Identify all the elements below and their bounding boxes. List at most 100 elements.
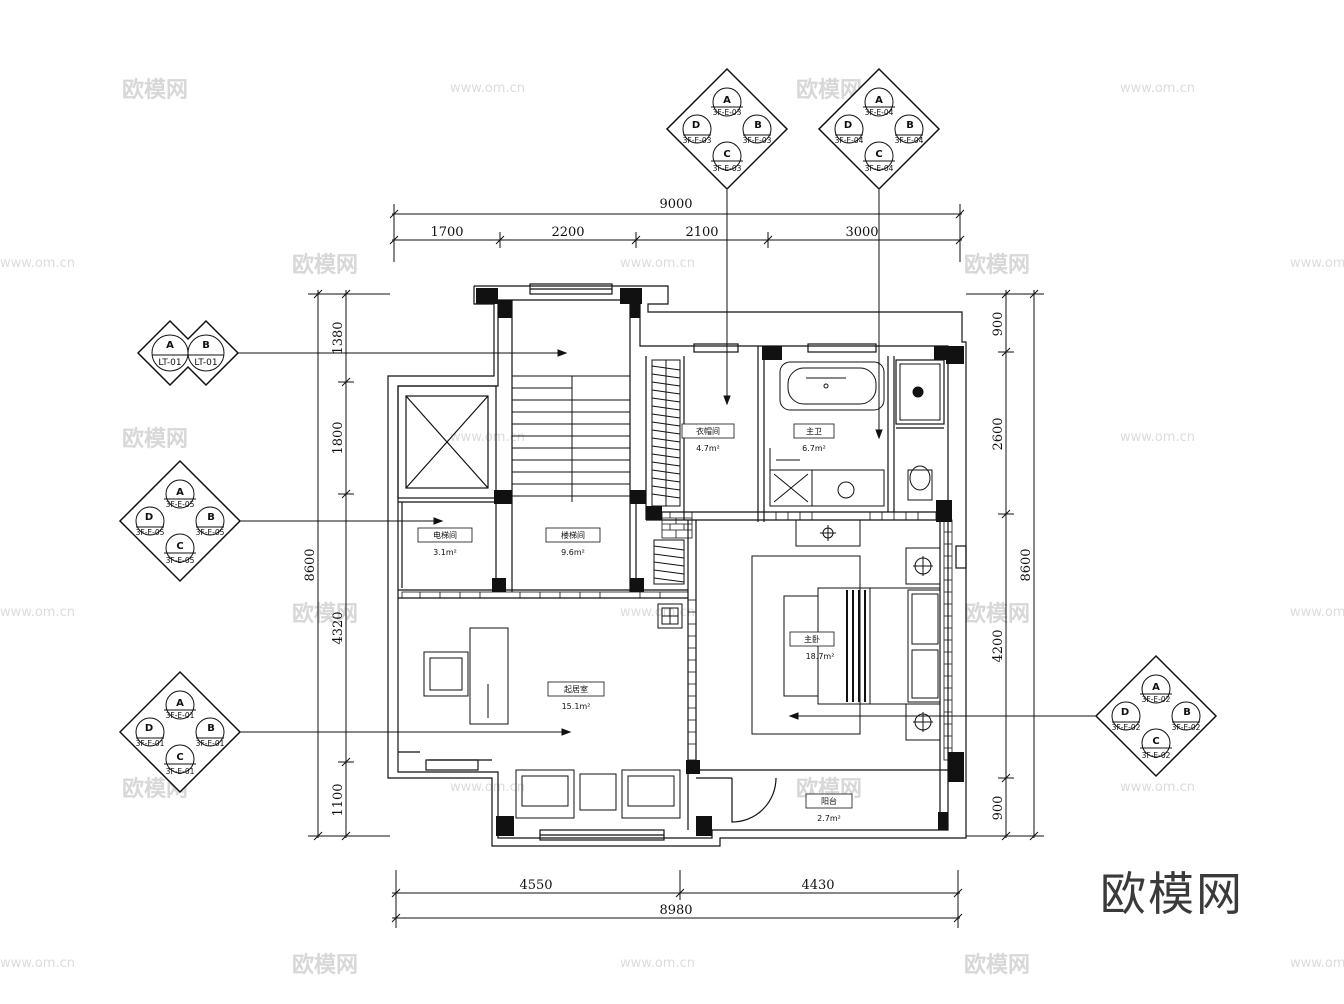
- elevation-tag-3f-e-05: A D B C 3F-E-05 3F-E-05 3F-E-05 3F-E-05: [118, 459, 242, 583]
- dim-bottom-segment: 4550: [519, 878, 552, 893]
- tag-letter-b: B: [207, 723, 215, 734]
- dimension-bottom: [391, 870, 963, 928]
- tag-code: 3F-E-01: [166, 767, 195, 776]
- tag-code: 3F-E-03: [683, 136, 712, 145]
- watermark-url: www.om.cn: [620, 956, 695, 971]
- tag-code: 3F-E-02: [1172, 723, 1201, 732]
- watermark-url: www.om.cn: [0, 605, 75, 620]
- room-bedroom-name: 主卧: [804, 634, 820, 644]
- dim-right-segment: 2600: [991, 417, 1006, 450]
- brand-logo: 欧模网: [1100, 867, 1244, 921]
- dim-top-segment: 2200: [551, 225, 584, 240]
- tag-code: 3F-E-03: [713, 108, 742, 117]
- tag-code: LT-01: [158, 358, 181, 368]
- tag-code: 3F-E-02: [1112, 723, 1141, 732]
- room-master-bath-area: 6.7m²: [802, 444, 826, 453]
- room-balcony-name: 阳台: [821, 796, 837, 806]
- tag-code: 3F-E-05: [136, 528, 165, 537]
- dim-right-segment: 900: [991, 796, 1006, 821]
- dimension-top: [389, 204, 965, 262]
- room-cloakroom-area: 4.7m²: [696, 444, 720, 453]
- elevation-tag-3f-e-02: A D B C 3F-E-02 3F-E-02 3F-E-02 3F-E-02: [1094, 654, 1218, 778]
- tag-code: 3F-E-05: [166, 556, 195, 565]
- staircase: [512, 375, 630, 502]
- dim-left-segment: 1100: [331, 783, 346, 816]
- tag-letter-c: C: [176, 752, 183, 763]
- dim-left-total: 8600: [303, 548, 318, 581]
- room-lounge-area: 15.1m²: [562, 702, 591, 711]
- watermark-url: www.om.cn: [1120, 430, 1195, 445]
- dim-bottom-total: 8980: [659, 903, 692, 918]
- tag-letter-b: B: [202, 340, 210, 351]
- tag-letter-d: D: [1121, 707, 1129, 718]
- bathroom-fixtures: [769, 361, 941, 547]
- dim-left-segment: 1380: [331, 321, 346, 354]
- watermark-url: www.om.cn: [620, 605, 695, 620]
- tag-letter-d: D: [145, 512, 153, 523]
- watermark-url: www.om.cn: [1290, 956, 1344, 971]
- tag-letter-d: D: [145, 723, 153, 734]
- tag-letter-a: A: [176, 487, 184, 498]
- watermark-brand: 欧模网: [292, 952, 358, 978]
- tag-code: LT-01: [194, 358, 217, 368]
- tag-letter-c: C: [1152, 736, 1159, 747]
- tag-letter-a: A: [176, 698, 184, 709]
- tag-letter-b: B: [906, 120, 914, 131]
- lounge-furniture: [423, 603, 683, 819]
- tag-code: 3F-E-04: [835, 136, 864, 145]
- watermark-brand: 欧模网: [964, 601, 1030, 627]
- watermark-url: www.om.cn: [1120, 780, 1195, 795]
- tag-code: 3F-E-01: [136, 739, 165, 748]
- room-balcony-area: 2.7m²: [817, 814, 841, 823]
- tag-letter-b: B: [207, 512, 215, 523]
- tag-code: 3F-E-04: [895, 136, 924, 145]
- tag-letter-c: C: [176, 541, 183, 552]
- tag-code: 3F-E-02: [1142, 751, 1171, 760]
- room-lounge-name: 起居室: [564, 684, 588, 694]
- tag-code: 3F-E-05: [166, 500, 195, 509]
- bed-pattern: [846, 590, 866, 702]
- watermark-url: www.om.cn: [1290, 605, 1344, 620]
- tag-letter-c: C: [723, 149, 730, 160]
- tag-code: 3F-E-03: [743, 136, 772, 145]
- dim-bottom-segment: 4430: [801, 878, 834, 893]
- tag-code: 3F-E-01: [196, 739, 225, 748]
- elevation-tag-lt-01: A B LT-01 LT-01: [136, 319, 240, 387]
- watermark-url: www.om.cn: [1120, 81, 1195, 96]
- tag-code: 3F-E-01: [166, 711, 195, 720]
- room-elevator-name: 电梯间: [433, 530, 457, 540]
- room-elevator-area: 3.1m²: [433, 548, 457, 557]
- dim-left-segment: 4320: [331, 611, 346, 644]
- room-stair-name: 楼梯间: [561, 530, 585, 540]
- tag-letter-b: B: [754, 120, 762, 131]
- tag-letter-a: A: [166, 340, 174, 351]
- room-master-bath-name: 主卫: [806, 426, 822, 436]
- tag-code: 3F-E-04: [865, 108, 894, 117]
- watermark-url: www.om.cn: [0, 956, 75, 971]
- elevation-tag-3f-e-04: A D B C 3F-E-04 3F-E-04 3F-E-04 3F-E-04: [817, 67, 941, 191]
- tag-letter-d: D: [844, 120, 852, 131]
- brick-hatch: [401, 511, 953, 761]
- dimension-left: [308, 289, 390, 841]
- dim-right-total: 8600: [1019, 548, 1034, 581]
- dim-top-segment: 2100: [685, 225, 718, 240]
- watermark-brand: 欧模网: [292, 252, 358, 278]
- watermark-brand: 欧模网: [964, 252, 1030, 278]
- tag-code: 3F-E-03: [713, 164, 742, 173]
- tag-letter-c: C: [875, 149, 882, 160]
- watermark-brand: 欧模网: [122, 426, 188, 452]
- watermark-brand: 欧模网: [292, 601, 358, 627]
- tag-letter-d: D: [692, 120, 700, 131]
- elevation-tag-3f-e-01: A D B C 3F-E-01 3F-E-01 3F-E-01 3F-E-01: [118, 670, 242, 794]
- wall-columns: [476, 288, 964, 836]
- watermark-url: www.om.cn: [450, 81, 525, 96]
- tag-letter-a: A: [875, 95, 883, 106]
- tag-code: 3F-E-02: [1142, 695, 1171, 704]
- room-stair-area: 9.6m²: [561, 548, 585, 557]
- watermark-layer: 欧模网 欧模网 欧模网 欧模网 欧模网 欧模网 欧模网 欧模网 欧模网 欧模网 …: [0, 77, 1344, 978]
- watermark-brand: 欧模网: [122, 77, 188, 103]
- tag-code: 3F-E-04: [865, 164, 894, 173]
- watermark-url: www.om.cn: [450, 780, 525, 795]
- elevation-tag-3f-e-03: A D B C 3F-E-03 3F-E-03 3F-E-03 3F-E-03: [665, 67, 789, 191]
